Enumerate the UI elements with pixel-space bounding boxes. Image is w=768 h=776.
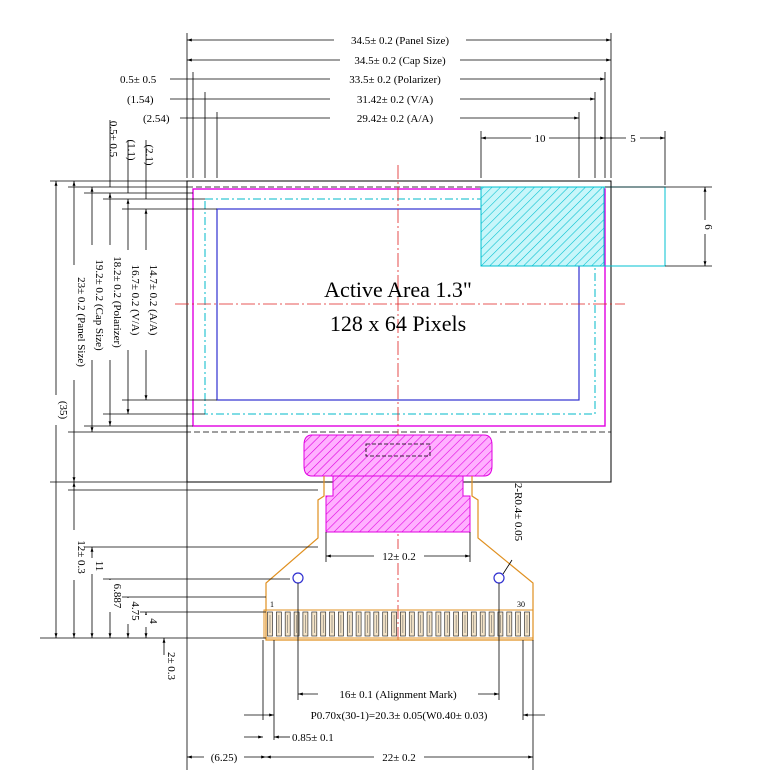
total-height-dim: (35) — [57, 401, 69, 420]
active-area-label: Active Area 1.3" — [324, 277, 472, 302]
fpc-height-dim: 12± 0.3 — [75, 540, 87, 574]
dim-1-1: (1.1) — [125, 139, 137, 160]
aa-offset-dim: (2.54) — [143, 113, 170, 125]
alignment-mark-dim: 16± 0.1 (Alignment Mark) — [339, 689, 457, 701]
pin-pitch-dim: P0.70x(30-1)=20.3± 0.05(W0.40± 0.03) — [311, 710, 488, 722]
va-width-dim: 31.42± 0.2 (V/A) — [357, 94, 434, 106]
alignment-mark-left — [292, 572, 304, 584]
polarizer-width-dim: 33.5± 0.2 (Polarizer) — [349, 74, 441, 86]
fpc-width-dim: 12± 0.2 — [382, 551, 416, 563]
dim-6: 6 — [702, 224, 714, 230]
pin-30-label: 30 — [517, 600, 525, 609]
fpc-outline — [265, 476, 534, 641]
panel-height-dim: 23± 0.2 (Panel Size) — [75, 277, 87, 367]
center-lines — [175, 165, 625, 640]
pin-1-label: 1 — [270, 600, 274, 609]
right-dimension — [605, 186, 712, 267]
dim-2-1: (2.1) — [143, 144, 155, 165]
dim-6-25: (6.25) — [211, 752, 238, 764]
panel-width-dim: 34.5± 0.2 (Panel Size) — [351, 35, 449, 47]
cap-outline — [186, 186, 612, 433]
dim-10: 10 — [535, 133, 547, 145]
va-offset-dim: (1.54) — [127, 94, 154, 106]
pixel-count-label: 128 x 64 Pixels — [330, 311, 466, 336]
fpc-neck — [325, 475, 471, 533]
polarizer-height-dim: 18.2± 0.2 (Polarizer) — [111, 256, 123, 348]
corner-radius-dim: 2-R0.4± 0.05 — [512, 483, 524, 542]
fpc-pins — [263, 609, 534, 639]
cap-width-dim: 34.5± 0.2 (Cap Size) — [354, 55, 446, 67]
dim-6-887: 6.887 — [111, 584, 123, 609]
polarizer-outline — [192, 188, 606, 427]
polarizer-offset-dim: 0.5± 0.5 — [120, 74, 157, 86]
driver-ic — [303, 434, 493, 477]
dim-4: 4 — [147, 618, 159, 624]
dim-0-5-vertical: 0.5± 0.5 — [107, 121, 119, 158]
alignment-mark-right — [493, 572, 505, 584]
dim-4-75: 4.75 — [129, 601, 141, 621]
va-height-dim: 16.7± 0.2 (V/A) — [129, 265, 141, 336]
aa-height-dim: 14.7± 0.2 (A/A) — [147, 265, 159, 336]
cap-height-dim: 19.2± 0.2 (Cap Size) — [93, 259, 105, 351]
dim-11: 11 — [93, 561, 105, 572]
dim-2-0-3: 2± 0.3 — [165, 652, 177, 681]
fpc-total-width-dim: 22± 0.2 — [382, 752, 416, 764]
aa-width-dim: 29.42± 0.2 (A/A) — [357, 113, 434, 125]
dim-5: 5 — [630, 133, 636, 145]
viewing-area-outline — [204, 198, 596, 415]
dim-0-85: 0.85± 0.1 — [292, 732, 334, 744]
pin-zone — [263, 609, 534, 639]
reserved-hatched-area — [480, 186, 666, 267]
